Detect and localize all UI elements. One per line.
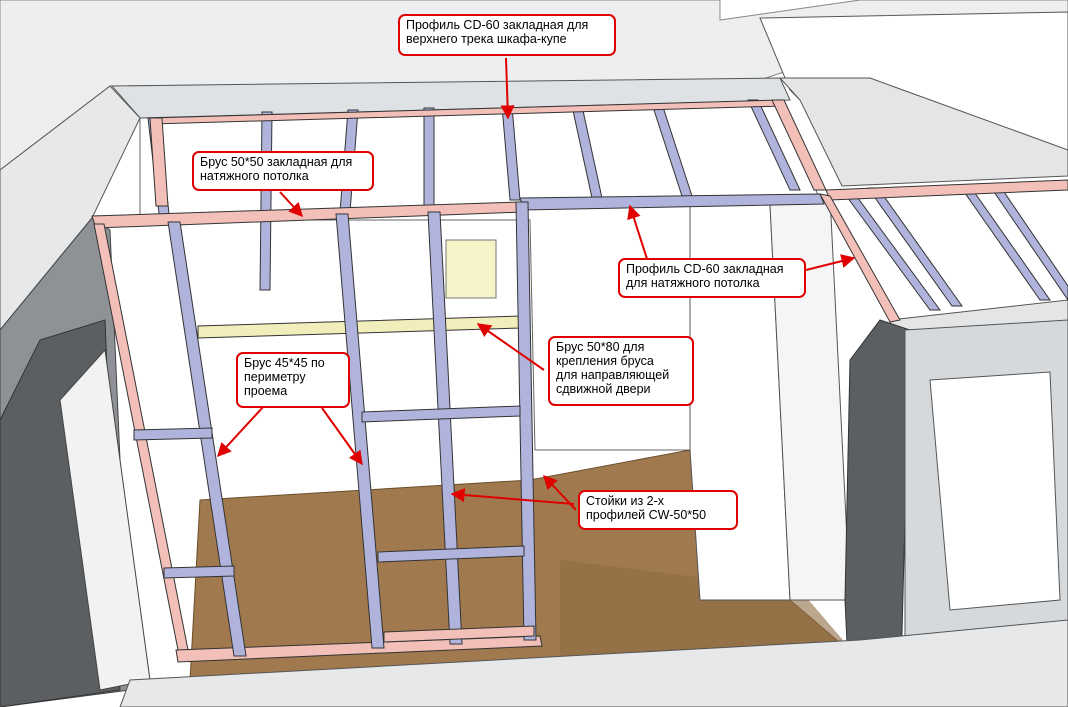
front-slab [119,619,1068,707]
right-lower-inner-face [929,371,1061,611]
callout-cd60-ceiling: Профиль CD-60 закладная для натяжного по… [618,258,806,298]
callout-beam-50x50-ceiling: Брус 50*50 закладная для натяжного потол… [192,151,374,191]
callout-beam-45x45-opening: Брус 45*45 по периметру проема [236,352,350,408]
studs [167,201,537,657]
left-wall-top [0,85,141,331]
callout-studs-cw50: Стойки из 2-х профилей CW-50*50 [578,490,738,530]
door-beam [197,315,523,339]
callout-beam-50x80-door: Брус 50*80 для крепления бруса для напра… [548,336,694,406]
wall-slab-top-right-upper [778,77,1068,187]
callout-cd60-top-track: Профиль CD-60 закладная для верхнего тре… [398,14,616,56]
wall-panel [445,239,497,299]
bracing [133,405,535,643]
annotation-arrows [217,57,856,511]
ceiling-beams [91,99,1068,323]
